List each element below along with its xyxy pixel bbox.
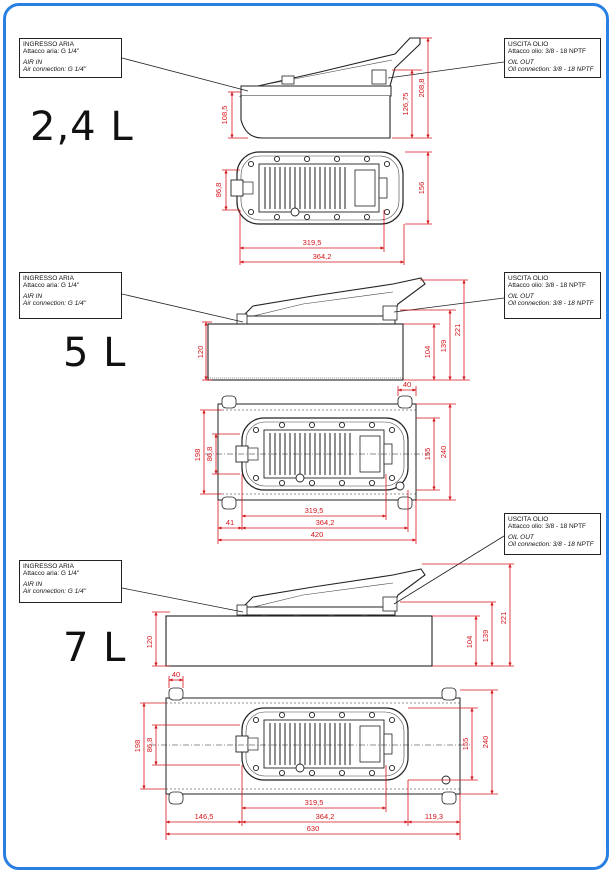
air-in-note-5: INGRESSO ARIA Attacco aria: G 1/4" AIR I…	[19, 272, 122, 319]
air-in-title: INGRESSO ARIA	[23, 41, 74, 48]
dim-hole-spacing: 86,8	[214, 183, 223, 198]
air-in-sub: Attacco aria: G 1/4"	[23, 570, 80, 578]
air-in-sub-en: Air connection: G 1/4"	[23, 588, 87, 596]
oil-out-sub: Attacco olio: 3/8 - 18 NPTF	[508, 523, 587, 531]
dim-pump-width: 155	[423, 448, 432, 461]
dim-hole-spacing: 86,8	[145, 738, 154, 753]
dim-tank-height: 104	[465, 636, 474, 649]
dim-base-width: 240	[439, 446, 448, 459]
dim-offset: 41	[226, 518, 234, 527]
dim-hole-length: 319,5	[303, 238, 322, 247]
dim-tank-height: 104	[423, 346, 432, 359]
oil-out-title: USCITA OLIO	[508, 41, 549, 48]
air-in-note-7: INGRESSO ARIA Attacco aria: G 1/4" AIR I…	[19, 560, 122, 603]
oil-out-sub-en: Oil connection: 3/8 - 18 NPTF	[508, 541, 594, 549]
pump-top-view-5	[205, 395, 430, 510]
dim-foot-width: 40	[403, 380, 411, 389]
air-in-sub: Attacco aria: G 1/4"	[23, 282, 80, 290]
oil-out-sub: Attacco olio: 3/8 - 18 NPTF	[508, 48, 587, 56]
air-in-title-en: AIR IN	[23, 58, 43, 66]
air-in-sub: Attacco aria: G 1/4"	[23, 48, 80, 56]
capacity-label-7: 7 L	[63, 625, 127, 671]
dim-hole-length: 319,5	[305, 506, 324, 515]
capacity-label-5: 5 L	[63, 330, 127, 376]
oil-out-title: USCITA OLIO	[508, 275, 549, 282]
dim-height-oil: 126,75	[401, 93, 410, 116]
oil-out-note-5: USCITA OLIO Attacco olio: 3/8 - 18 NPTF …	[504, 272, 601, 319]
oil-out-title: USCITA OLIO	[508, 516, 549, 523]
pump-top-view-7	[150, 687, 470, 805]
dim-pump-length: 364,2	[316, 518, 335, 527]
dim-total-height: 221	[499, 612, 508, 625]
air-in-title: INGRESSO ARIA	[23, 275, 74, 282]
capacity-label-2-4: 2,4 L	[30, 104, 134, 150]
dim-base-length: 630	[307, 824, 320, 833]
oil-out-title-en: OIL OUT	[508, 58, 534, 66]
dim-base-depth: 198	[133, 740, 142, 753]
dim-total-height: 221	[453, 324, 462, 337]
pump-side-view-2-4	[238, 37, 421, 139]
pump-side-view-5	[207, 277, 426, 381]
dim-width: 156	[417, 182, 426, 195]
oil-out-title-en: OIL OUT	[508, 292, 534, 300]
oil-out-note-7: USCITA OLIO Attacco olio: 3/8 - 18 NPTF …	[504, 513, 601, 555]
dim-base-length: 420	[311, 530, 324, 539]
dim-oil-height: 139	[439, 340, 448, 353]
dim-hole-spacing: 86,8	[205, 447, 214, 462]
dim-oil-height: 139	[481, 630, 490, 643]
dim-base-width: 240	[481, 736, 490, 749]
dim-offset: 146,5	[195, 812, 214, 821]
pump-top-view-2-4	[230, 151, 404, 225]
oil-out-sub-en: Oil connection: 3/8 - 18 NPTF	[508, 300, 594, 308]
dim-base-height: 120	[145, 636, 154, 649]
dim-height-air: 108,5	[220, 106, 229, 125]
oil-out-sub: Attacco olio: 3/8 - 18 NPTF	[508, 282, 587, 290]
dim-pump-length: 364,2	[316, 812, 335, 821]
dim-base-depth: 198	[193, 449, 202, 462]
oil-out-note-2-4: USCITA OLIO Attacco olio: 3/8 - 18 NPTF …	[504, 38, 601, 78]
dim-end-offset: 119,3	[425, 812, 443, 821]
oil-out-sub-en: Oil connection: 3/8 - 18 NPTF	[508, 66, 594, 74]
dim-hole-length: 319,5	[305, 798, 324, 807]
air-in-title: INGRESSO ARIA	[23, 563, 74, 570]
air-in-sub-en: Air connection: G 1/4"	[23, 66, 87, 74]
air-in-title-en: AIR IN	[23, 292, 43, 300]
dim-height-total: 208,8	[417, 79, 426, 98]
air-in-title-en: AIR IN	[23, 580, 43, 588]
air-in-sub-en: Air connection: G 1/4"	[23, 300, 87, 308]
dim-base-height: 120	[196, 346, 205, 359]
pump-side-view-7	[165, 568, 433, 667]
dim-foot-width: 40	[172, 670, 180, 679]
oil-out-title-en: OIL OUT	[508, 533, 534, 541]
dim-length: 364,2	[313, 252, 332, 261]
air-in-note-2-4: INGRESSO ARIA Attacco aria: G 1/4" AIR I…	[19, 38, 122, 78]
dim-pump-width: 155	[461, 738, 470, 751]
